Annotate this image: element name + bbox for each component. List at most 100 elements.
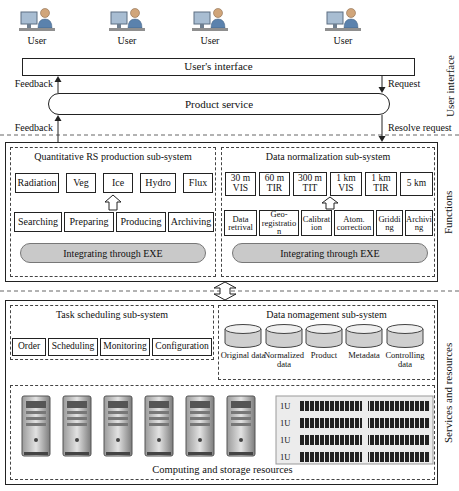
box-label: Configuration xyxy=(155,342,208,352)
arrow-line xyxy=(382,76,383,87)
arrow-line xyxy=(58,82,59,93)
box-label: Gridding xyxy=(377,215,402,232)
node-label: Integrating through EXE xyxy=(280,248,379,259)
hollow-arrow xyxy=(322,197,338,209)
node-label: Product xyxy=(298,351,350,360)
service-pill: Product service xyxy=(48,93,390,115)
product-box: 1 km VIS xyxy=(330,172,362,196)
process-box: Preparing xyxy=(64,212,114,232)
process-box: Geo-registration xyxy=(259,210,299,236)
node-label: Normalized data xyxy=(258,351,310,369)
arrow-line xyxy=(382,115,383,136)
product-box: Ice xyxy=(103,173,133,193)
hollow-arrow xyxy=(105,195,121,210)
server-tower xyxy=(227,396,255,456)
cylinder-shape xyxy=(223,323,263,349)
arrow-head xyxy=(55,76,62,82)
box-label: Archiving xyxy=(406,215,432,232)
subsystem-group: Data nomagement sub-systemOriginal dataN… xyxy=(218,305,435,380)
box-label: Archiving xyxy=(171,217,212,228)
cylinder-top xyxy=(266,325,302,334)
node-label: Controlling data xyxy=(379,351,431,369)
product-box: Veg xyxy=(66,173,96,193)
node-label: Integrating through EXE xyxy=(63,248,162,259)
function-panel: FunctionsQuantitative RS production sub-… xyxy=(5,142,438,282)
user-label: User xyxy=(190,35,230,47)
edge-label: Feedback xyxy=(15,78,53,89)
edge-label: Request xyxy=(388,78,420,89)
rack-unit xyxy=(368,401,430,411)
box-label: 1 km TIR xyxy=(367,174,395,194)
rack-unit xyxy=(368,418,430,428)
box-label: 30 m VIS xyxy=(227,174,254,194)
process-box: Atom. correction xyxy=(334,210,374,236)
task-box: Monitoring xyxy=(100,338,150,356)
product-box: 30 m VIS xyxy=(225,172,256,196)
rack-unit-label: 1U xyxy=(280,401,300,411)
database-cylinder: Controlling data xyxy=(385,323,425,373)
cylinder-top xyxy=(346,325,382,334)
group-title: Task scheduling sub-system xyxy=(11,309,213,320)
group-title: Quantitative RS production sub-system xyxy=(11,151,215,162)
cylinder-shape xyxy=(264,323,304,349)
section-divider xyxy=(0,135,459,136)
resource-group: Computing and storage resources xyxy=(10,385,435,480)
product-box: 1 km TIR xyxy=(365,172,397,196)
edge-label: Feedback xyxy=(15,122,53,133)
arrow-head xyxy=(55,115,62,121)
database-cylinder: Metadata xyxy=(344,323,384,373)
process-box: Gridding xyxy=(376,210,403,236)
user-icon xyxy=(19,9,55,32)
box-label: 60 m TIR xyxy=(261,174,288,194)
process-box: Data retrival xyxy=(224,210,257,236)
storage-rack xyxy=(276,396,433,464)
group-title: Data nomagement sub-system xyxy=(219,309,434,320)
task-box: Configuration xyxy=(152,338,212,356)
product-box: Radiation xyxy=(15,173,59,193)
product-box: 300 m TIT xyxy=(293,172,327,196)
process-box: Calibration xyxy=(301,210,332,236)
database-cylinder: Original data xyxy=(223,323,263,373)
user-label: User xyxy=(17,35,57,47)
rack-unit-label: 1U xyxy=(280,435,300,445)
subsystem-group: Task scheduling sub-systemOrder Schedulin… xyxy=(10,305,214,360)
task-box: Scheduling xyxy=(48,338,98,356)
box-label: Atom. correction xyxy=(335,215,373,232)
section-title: Functions xyxy=(441,143,455,281)
rack-unit-label: 1U xyxy=(280,452,300,462)
node-label: Computing and storage resources xyxy=(11,464,434,475)
node-label: Original data xyxy=(217,351,269,360)
node-label: Metadata xyxy=(338,351,390,360)
flow-arrow xyxy=(55,76,62,93)
process-box: Producing xyxy=(116,212,166,232)
box-label: 5 km xyxy=(407,179,426,189)
group-title: Data normalization sub-system xyxy=(222,151,434,162)
rack-unit xyxy=(368,452,430,462)
box-label: Veg xyxy=(73,178,89,189)
rack-unit xyxy=(300,452,362,462)
box-label: Calibration xyxy=(302,215,331,232)
box-label: Producing xyxy=(120,217,161,228)
flow-arrow xyxy=(379,76,386,93)
task-box: Order xyxy=(12,338,46,356)
section-title: Services and resources xyxy=(441,301,455,484)
user-icon xyxy=(325,9,361,32)
product-box: Flux xyxy=(183,173,213,193)
user-icon xyxy=(109,9,145,32)
flow-arrow xyxy=(379,115,386,142)
process-box: Archiving xyxy=(405,210,433,236)
database-cylinder: Normalized data xyxy=(264,323,304,373)
box-label: Hydro xyxy=(145,178,171,189)
box-label: Preparing xyxy=(70,217,109,228)
rack-unit xyxy=(368,435,430,445)
user-icon xyxy=(192,9,228,32)
arrow-line xyxy=(58,121,59,142)
cylinder-shape xyxy=(344,323,384,349)
user-label: User xyxy=(323,35,363,47)
cylinder-top xyxy=(387,325,423,334)
box-label: Order xyxy=(18,342,40,352)
box-label: 300 m TIT xyxy=(295,174,325,194)
arrow-head xyxy=(379,87,386,93)
